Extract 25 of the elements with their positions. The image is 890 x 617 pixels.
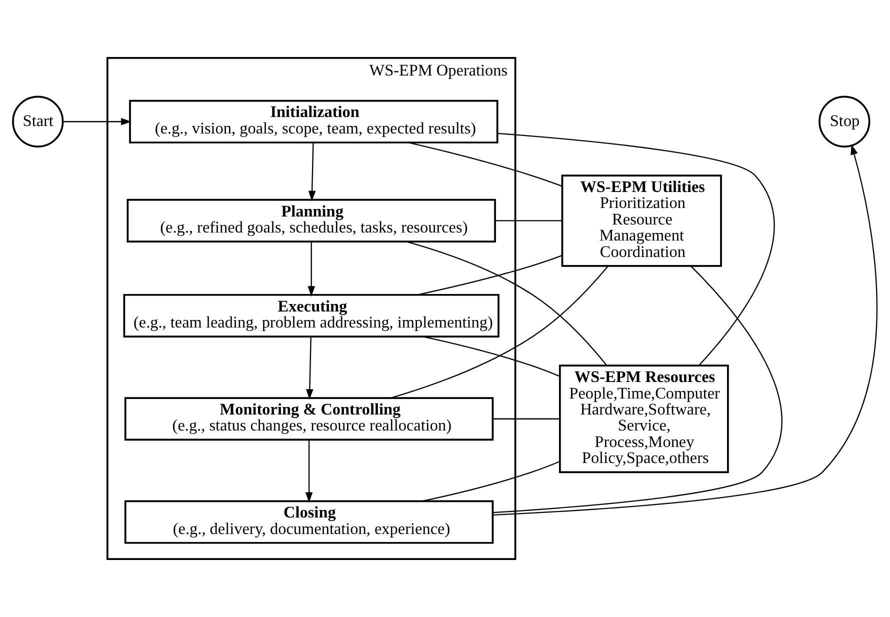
arrow — [305, 440, 313, 503]
connector — [492, 418, 560, 420]
connector — [422, 336, 560, 377]
connector — [495, 220, 562, 222]
connector — [498, 132, 775, 366]
arrow — [308, 142, 316, 202]
node-box: Executing (e.g., team leading, problem addressing, implementing) — [123, 294, 500, 338]
connector — [406, 241, 608, 366]
node-box: WS-EPM Utilities Prioritization Resource Management Coordination — [561, 174, 722, 267]
connector — [390, 266, 609, 398]
node-box: Closing (e.g., delivery, documentation, experience) — [124, 500, 494, 544]
node-box: Initialization (e.g., vision, goals, scope, team, expected results) — [129, 100, 498, 144]
connector — [417, 254, 562, 296]
connector — [422, 460, 560, 502]
arrow — [493, 144, 878, 516]
arrow — [308, 242, 316, 297]
node-circle: Start — [12, 96, 64, 148]
node-circle: Stop — [818, 96, 870, 148]
arrow — [63, 118, 132, 126]
node-box: Monitoring & Controlling (e.g., status changes, resource reallocation) — [124, 397, 494, 441]
node-box: Planning (e.g., refined goals, schedules, tasks, resources) — [126, 198, 496, 242]
arrow — [306, 336, 314, 400]
connector — [408, 142, 562, 187]
node-box: WS-EPM Resources People,Time,Computer Hardware,Software, Service, Process,Money Policy,Space,others — [559, 364, 729, 474]
connector — [492, 266, 782, 514]
